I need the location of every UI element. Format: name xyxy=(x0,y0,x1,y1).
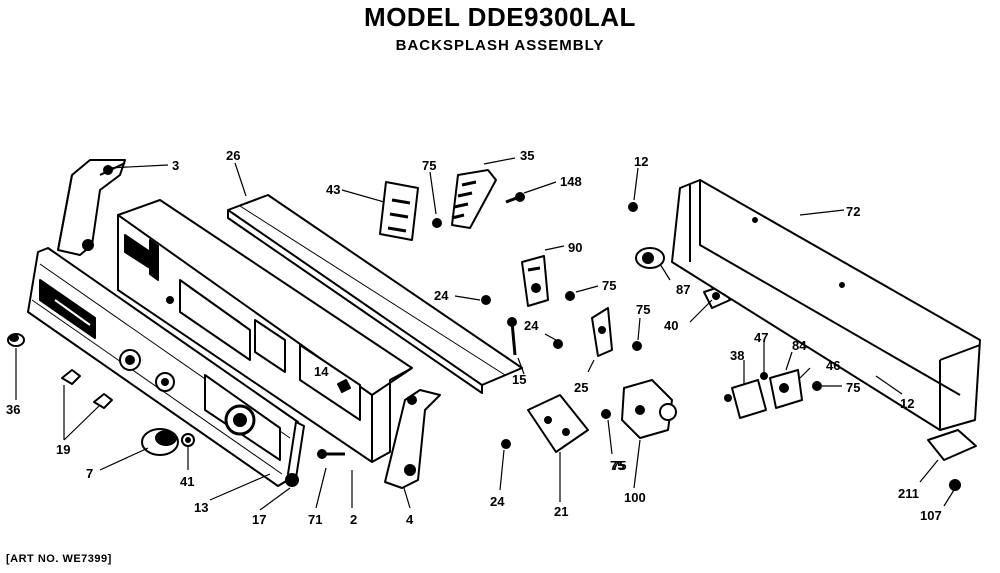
part-left-end-cap xyxy=(57,159,126,256)
callout-90: 90 xyxy=(568,240,582,255)
part-switch-assembly xyxy=(724,369,803,419)
callout-19: 19 xyxy=(56,442,70,457)
callout-75a: 75 xyxy=(422,158,436,173)
diagram-title: MODEL DDE9300LAL xyxy=(364,2,636,32)
art-number: [ART NO. WE7399] xyxy=(6,553,112,565)
callout-75f: 75 xyxy=(612,458,626,473)
callout-46: 46 xyxy=(826,358,840,373)
callout-40: 40 xyxy=(664,318,678,333)
part-screw-148 xyxy=(505,192,525,204)
part-board-21 xyxy=(527,394,589,453)
part-screws-24 xyxy=(481,295,563,449)
callout-75e: 75 xyxy=(846,380,860,395)
part-timer-100 xyxy=(621,379,677,439)
callout-17: 17 xyxy=(252,512,266,527)
part-switch-17 xyxy=(285,421,305,487)
part-bracket-25 xyxy=(591,307,613,357)
part-clip-14 xyxy=(337,379,351,393)
part-rear-panel xyxy=(671,179,981,431)
part-right-end-cap xyxy=(384,389,441,489)
part-main-knob xyxy=(141,428,179,456)
callout-25: 25 xyxy=(574,380,588,395)
callout-12b: 12 xyxy=(900,396,914,411)
callout-15: 15 xyxy=(512,372,526,387)
callout-148: 148 xyxy=(560,174,582,189)
callout-2: 2 xyxy=(350,512,357,527)
callout-75c: 75 xyxy=(636,302,650,317)
callout-107: 107 xyxy=(920,508,942,523)
part-knob-36 xyxy=(7,333,25,347)
callout-35: 35 xyxy=(520,148,534,163)
callout-24b: 24 xyxy=(524,318,539,333)
part-foot-211 xyxy=(927,429,977,491)
part-backsplash-housing xyxy=(117,199,413,463)
callout-labels: 3 26 43 75 35 148 12 72 90 75 87 24 24 7… xyxy=(6,148,942,527)
callout-41: 41 xyxy=(180,474,194,489)
callout-12a: 12 xyxy=(634,154,648,169)
callout-87: 87 xyxy=(676,282,690,297)
part-bracket-43 xyxy=(379,181,419,241)
callout-72: 72 xyxy=(846,204,860,219)
callout-47: 47 xyxy=(754,330,768,345)
part-screws-75 xyxy=(432,218,822,419)
callout-38: 38 xyxy=(730,348,744,363)
callout-75b: 75 xyxy=(602,278,616,293)
callout-24c: 24 xyxy=(490,494,505,509)
callout-4: 4 xyxy=(406,512,414,527)
callout-3: 3 xyxy=(172,158,179,173)
diagram-subtitle: BACKSPLASH ASSEMBLY xyxy=(395,37,605,54)
part-screw-71 xyxy=(317,449,345,459)
callout-14: 14 xyxy=(314,364,329,379)
callout-211: 211 xyxy=(898,486,919,501)
leader-lines xyxy=(15,157,955,511)
callout-26: 26 xyxy=(226,148,240,163)
part-screw-15 xyxy=(507,317,517,356)
callout-84: 84 xyxy=(792,338,807,353)
callout-100: 100 xyxy=(624,490,646,505)
part-connector-block xyxy=(451,169,497,229)
callout-36: 36 xyxy=(6,402,20,417)
part-buttons-19 xyxy=(61,369,113,409)
part-knob-insert xyxy=(181,433,195,447)
callout-7: 7 xyxy=(86,466,93,481)
part-bracket-90 xyxy=(521,255,549,307)
callout-21: 21 xyxy=(554,504,568,519)
callout-75d: 75 xyxy=(610,458,624,473)
callout-24a: 24 xyxy=(434,288,449,303)
callout-43: 43 xyxy=(326,182,340,197)
callout-13: 13 xyxy=(194,500,208,515)
callout-71: 71 xyxy=(308,512,322,527)
part-switch-87 xyxy=(635,247,665,269)
